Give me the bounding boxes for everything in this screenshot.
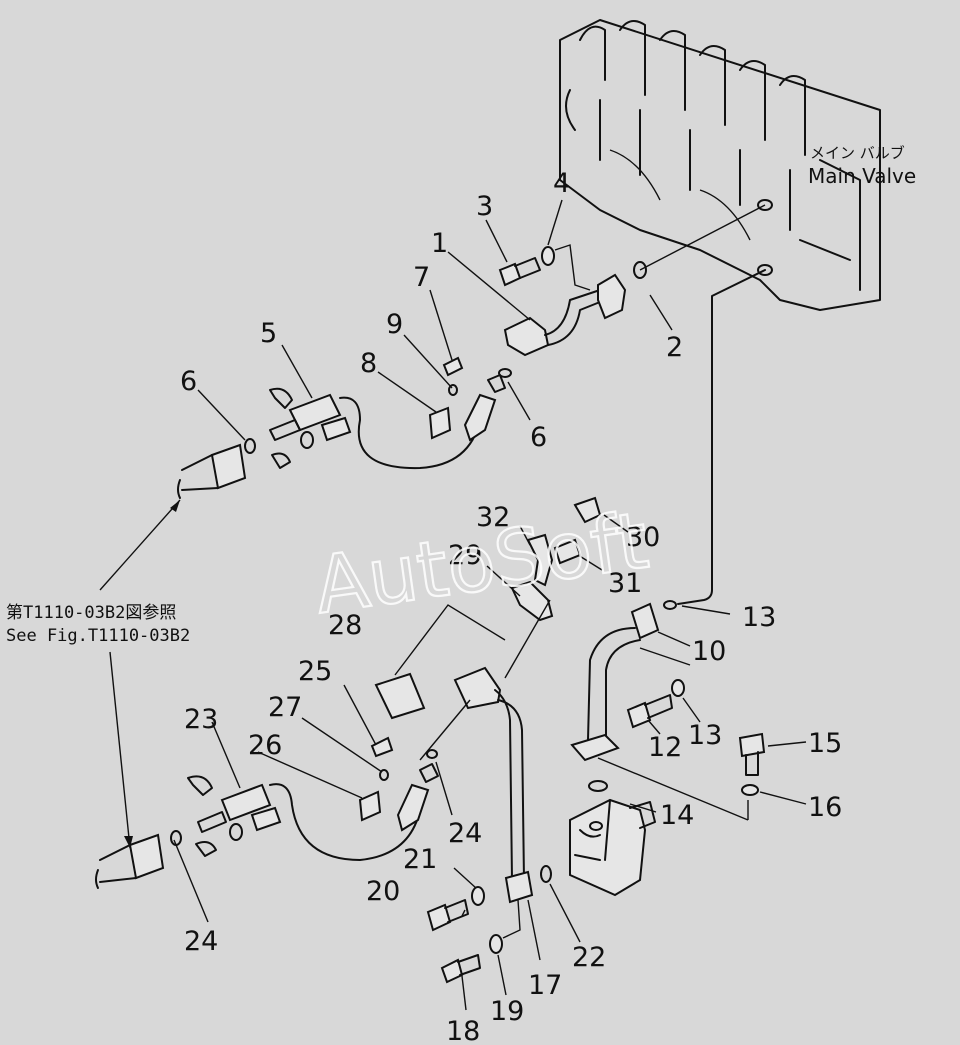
bolt-part-3 [498, 257, 541, 287]
pipe-part-1 [503, 261, 647, 357]
washer-part-21 [471, 886, 485, 906]
valve-block [569, 798, 656, 897]
callout-16: 16 [808, 792, 842, 823]
leader-lines [173, 199, 807, 1011]
callout-9: 9 [386, 309, 403, 340]
callout-17: 17 [528, 970, 562, 1001]
callout-31: 31 [608, 568, 642, 599]
reference-label-jp: 第T1110-03B2図参照 [6, 603, 176, 623]
plate-part-28 [374, 672, 426, 720]
callout-1: 1 [431, 228, 448, 259]
callout-8: 8 [360, 348, 377, 379]
washer-part-4 [541, 246, 555, 266]
washer-part-19 [489, 934, 503, 954]
bolt-part-18 [440, 958, 464, 984]
oring-part-14 [588, 780, 608, 792]
bolt-part-30 [573, 496, 602, 524]
callout-7: 7 [413, 262, 430, 293]
callout-24b: 24 [184, 926, 218, 957]
callout-numbers: 1 2 3 4 5 6 6 7 8 9 10 12 13 13 14 15 16… [180, 168, 842, 1045]
callout-15: 15 [808, 728, 842, 759]
main-valve-label-en: Main Valve [808, 164, 916, 188]
callout-3: 3 [476, 191, 493, 222]
callout-13b: 13 [688, 720, 722, 751]
callout-5: 5 [260, 318, 277, 349]
callout-6b: 6 [530, 422, 547, 453]
callout-4: 4 [553, 168, 570, 199]
main-valve-label-jp: メイン バルブ [810, 144, 905, 162]
bracket-part-29 [510, 580, 554, 622]
bracket-part-32 [526, 533, 554, 587]
callout-2: 2 [666, 332, 683, 363]
callout-6a: 6 [180, 366, 197, 397]
callout-25: 25 [298, 656, 332, 687]
actuator-group-lower [95, 699, 471, 889]
callout-10: 10 [692, 636, 726, 667]
tube-to-elbow [677, 269, 766, 605]
elbow-part-10 [570, 600, 749, 821]
bolt-part-15 [738, 732, 766, 758]
callout-20: 20 [366, 876, 400, 907]
callout-14: 14 [660, 800, 694, 831]
gasket-part-31 [553, 538, 582, 565]
reference-label-en: See Fig.T1110-03B2 [6, 626, 190, 646]
washer-part-16 [741, 784, 759, 796]
callout-28: 28 [328, 610, 362, 641]
callout-22: 22 [572, 942, 606, 973]
washer-part-13-lower [671, 679, 685, 697]
reference-arrows [99, 499, 181, 849]
callout-12: 12 [648, 732, 682, 763]
bolt-part-20 [426, 903, 452, 932]
callout-19: 19 [490, 996, 524, 1027]
main-valve [559, 19, 881, 311]
callout-30: 30 [626, 522, 660, 553]
callout-21: 21 [403, 844, 437, 875]
callout-18: 18 [446, 1016, 480, 1045]
callout-13a: 13 [742, 602, 776, 633]
callout-27: 27 [268, 692, 302, 723]
pipe-part-17 [453, 599, 551, 904]
oring-part-22 [540, 865, 552, 883]
callout-32: 32 [476, 502, 510, 533]
callout-29: 29 [448, 540, 482, 571]
callout-26: 26 [248, 730, 282, 761]
actuator-group-upper [177, 356, 512, 499]
callout-23: 23 [184, 704, 218, 735]
callout-24a: 24 [448, 818, 482, 849]
bolt-part-12 [626, 701, 652, 729]
